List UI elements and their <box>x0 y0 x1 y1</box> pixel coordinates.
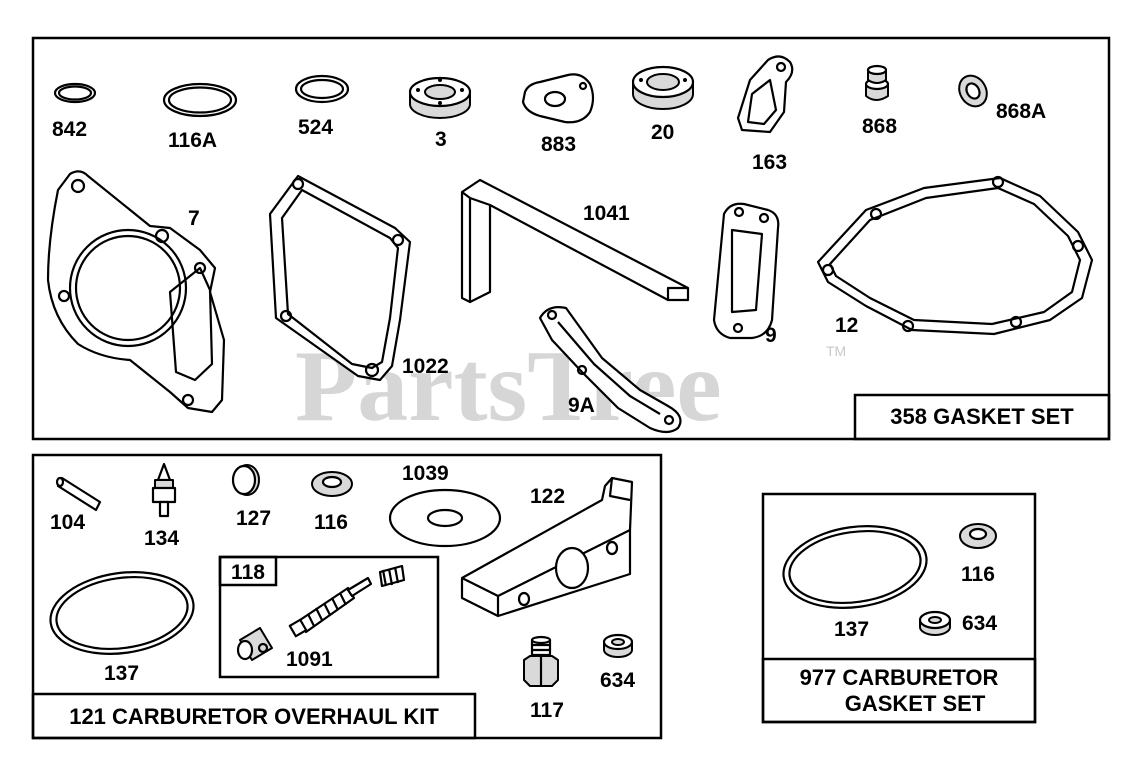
gasket-set-box <box>31 36 1111 441</box>
part-label-868A: 868A <box>996 100 1046 123</box>
part-label-634: 634 <box>600 669 635 692</box>
part-label-134: 134 <box>144 527 179 550</box>
part-label-7: 7 <box>188 207 200 230</box>
part-label-883: 883 <box>541 133 576 156</box>
gasket-set-title-box <box>853 393 1111 441</box>
part-137-oring-carb-set[interactable] <box>778 517 932 616</box>
part-1041-strip[interactable] <box>460 178 690 304</box>
part-116A-oring[interactable] <box>162 82 238 118</box>
overhaul-kit-title: 121 CARBURETOR OVERHAUL KIT <box>69 704 439 729</box>
part-1039-disc[interactable] <box>388 488 502 548</box>
part-127-plug[interactable] <box>231 464 260 496</box>
part-634-washer-carb-set[interactable] <box>918 610 952 636</box>
part-label-116A: 116A <box>168 129 217 152</box>
part-label-117: 117 <box>530 699 564 722</box>
overhaul-kit-title-box <box>31 692 477 740</box>
part-label-1091: 1091 <box>286 648 333 671</box>
part-137-oring[interactable] <box>45 563 199 662</box>
part-117-fitting[interactable] <box>523 635 559 687</box>
part-label-634-carb-set: 634 <box>962 612 997 635</box>
carb-gasket-set-title-line1: 977 CARBURETOR <box>800 665 999 690</box>
part-label-137: 137 <box>104 662 139 685</box>
part-label-9: 9 <box>765 324 777 347</box>
part-9A-gasket[interactable] <box>538 306 682 434</box>
part-634-washer[interactable] <box>602 633 634 658</box>
part-label-104: 104 <box>50 511 85 534</box>
part-1091-screw-assembly[interactable] <box>236 564 406 661</box>
part-label-842: 842 <box>52 118 87 141</box>
carb-gasket-set-title-box <box>761 657 1037 724</box>
part-842-oring[interactable] <box>53 82 97 104</box>
part-12-crankcase-gasket[interactable] <box>816 175 1094 336</box>
subkit-118-label: 118 <box>231 561 265 584</box>
watermark-trademark: TM <box>826 343 846 359</box>
part-label-122: 122 <box>530 485 565 508</box>
part-label-3: 3 <box>435 128 447 151</box>
part-524-oring[interactable] <box>294 74 350 104</box>
part-label-116-carb-set: 116 <box>961 563 995 586</box>
part-3-seal[interactable] <box>408 76 472 119</box>
part-label-9A: 9A <box>568 394 595 417</box>
part-label-1041: 1041 <box>583 202 630 225</box>
part-label-20: 20 <box>651 121 674 144</box>
part-1022-gasket[interactable] <box>268 174 412 382</box>
part-20-seal[interactable] <box>631 65 695 110</box>
part-label-137-carb-set: 137 <box>834 618 869 641</box>
part-label-1039: 1039 <box>402 462 449 485</box>
part-116-washer-carb-set[interactable] <box>959 523 997 549</box>
part-7-head-gasket[interactable] <box>46 170 226 414</box>
subkit-118-label-box <box>218 555 278 587</box>
part-label-12: 12 <box>835 314 858 337</box>
part-label-524: 524 <box>298 116 333 139</box>
part-883-gasket[interactable] <box>521 73 595 124</box>
part-label-868: 868 <box>862 115 897 138</box>
part-label-127: 127 <box>236 507 271 530</box>
part-868-valve-seal[interactable] <box>864 64 890 101</box>
part-9-gasket[interactable] <box>712 202 780 340</box>
part-163-gasket[interactable] <box>736 55 794 134</box>
part-label-1022: 1022 <box>402 355 449 378</box>
part-122-spacer[interactable] <box>460 476 634 618</box>
part-104-pin[interactable] <box>55 476 102 512</box>
subkit-118-box <box>218 555 440 679</box>
part-label-116: 116 <box>314 511 348 534</box>
part-label-163: 163 <box>752 151 787 174</box>
carb-gasket-set-title-line2: GASKET SET <box>845 691 986 716</box>
part-134-needle[interactable] <box>151 462 177 518</box>
gasket-set-title: 358 GASKET SET <box>890 404 1074 429</box>
part-116-washer[interactable] <box>311 471 353 497</box>
part-868A-washer[interactable] <box>954 71 993 112</box>
